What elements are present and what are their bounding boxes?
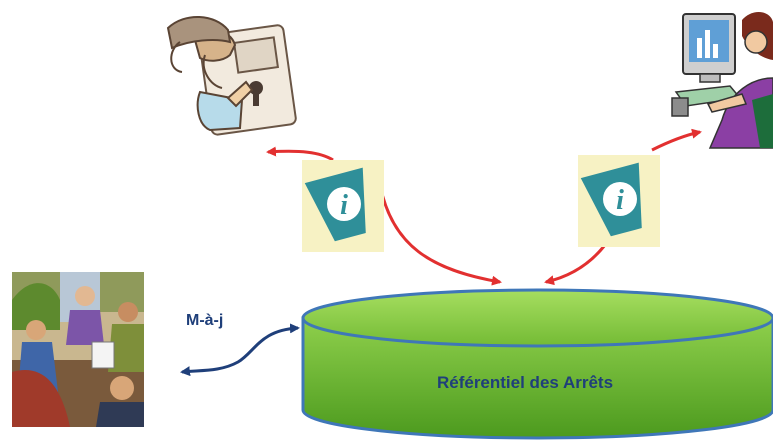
info-badge-left: i <box>302 160 384 252</box>
mailman-with-mailbox-icon <box>166 15 297 136</box>
info-flow-arrows <box>266 128 702 286</box>
meeting-team-icon <box>12 272 144 427</box>
arrow-info-left-to-database <box>378 184 502 286</box>
info-glyph: i <box>340 190 348 221</box>
update-link: M-à-j <box>180 312 300 377</box>
info-icon <box>327 187 361 221</box>
computer-user-icon <box>671 11 773 149</box>
arrow-to-mailman <box>266 146 334 162</box>
info-glyph: i <box>616 185 624 216</box>
info-icon <box>603 182 637 216</box>
database-label: Référentiel des Arrêts <box>437 373 613 392</box>
database-cylinder: Référentiel des Arrêts <box>301 288 773 440</box>
info-badge-right: i <box>578 155 660 247</box>
arrow-to-computer-user <box>651 128 702 152</box>
update-label: M-à-j <box>186 312 223 329</box>
